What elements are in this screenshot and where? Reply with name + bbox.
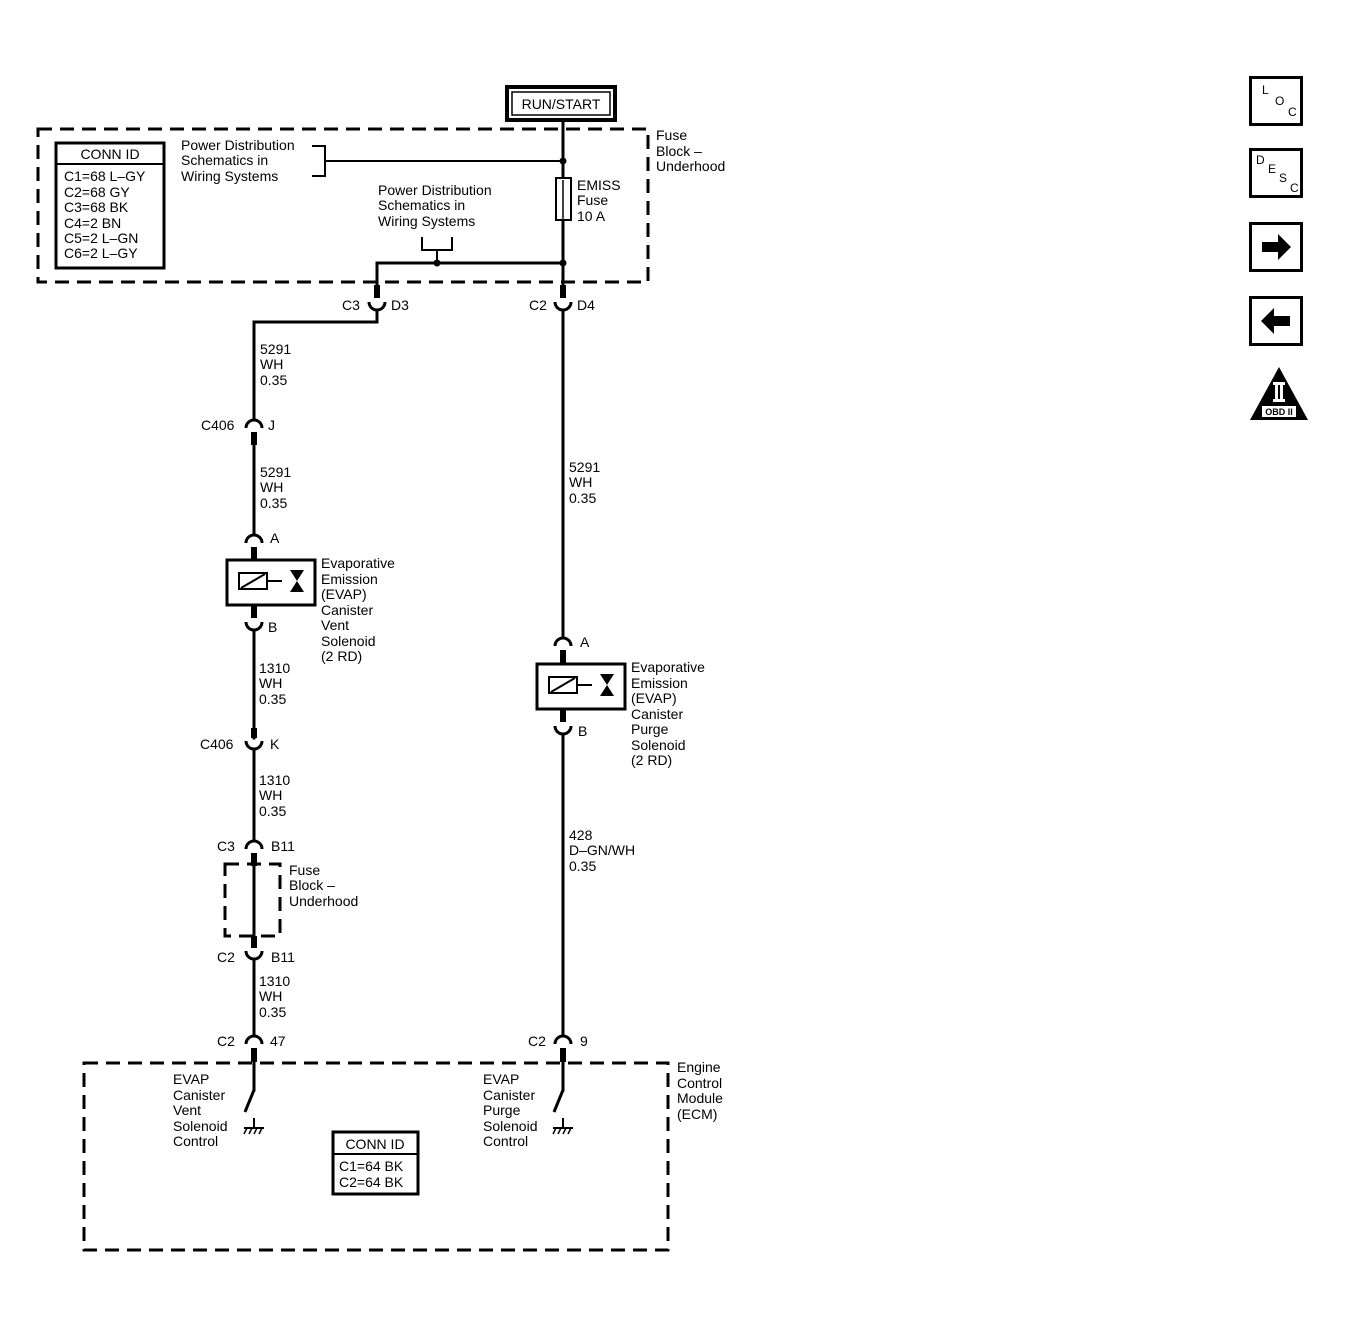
vent-pin-b-label: B (268, 619, 277, 635)
run-start-text: RUN/START (522, 96, 601, 112)
obd-ii-button[interactable]: OBD II (1248, 366, 1310, 422)
connector-c2-47-label: C2 (217, 1033, 235, 1049)
loc-letter-l: L (1262, 83, 1269, 97)
conn-id-table-top: CONN ID C1=68 L–GY C2=68 GY C3=68 BK C4=… (54, 141, 166, 270)
emiss-fuse-label: EMISS Fuse 10 A (577, 177, 624, 224)
evap-purge-solenoid (535, 662, 627, 711)
connector-d3-label: D3 (391, 297, 409, 313)
connector-c2-d4 (553, 285, 573, 312)
connector-c2-b11-label: C2 (217, 949, 235, 965)
connector-47-label: 47 (270, 1033, 286, 1049)
connector-c2-9-label: C2 (528, 1033, 546, 1049)
connector-9-label: 9 (580, 1033, 588, 1049)
desc-letter-c: C (1290, 181, 1299, 195)
conn-id-table-ecm: CONN ID C1=64 BK C2=64 BK (331, 1130, 420, 1196)
conn-id-rows: C1=68 L–GY C2=68 GY C3=68 BK C4=2 BN C5=… (64, 168, 149, 261)
desc-letter-d: D (1256, 153, 1265, 167)
connector-c2-47 (244, 1034, 264, 1062)
prev-button[interactable] (1249, 296, 1303, 346)
loc-letter-c: C (1288, 105, 1297, 119)
run-start-power-label: RUN/START (505, 85, 617, 122)
connector-d4-label: D4 (577, 297, 595, 313)
desc-button[interactable]: D E S C (1249, 148, 1303, 198)
loc-button[interactable]: L O C (1249, 76, 1303, 126)
vent-control-label: EVAP Canister Vent Solenoid Control (173, 1071, 231, 1149)
obd-ii-icon: OBD II (1250, 367, 1308, 420)
evap-vent-solenoid (225, 558, 317, 607)
wire-label-428: 428 D–GN/WH 0.35 (569, 827, 639, 874)
desc-letter-s: S (1279, 171, 1288, 185)
purge-control-label: EVAP Canister Purge Solenoid Control (483, 1071, 541, 1149)
ecm-conn-id-header: CONN ID (345, 1136, 404, 1152)
obd-ii-text: OBD II (1265, 407, 1293, 417)
wire-label-5291-right: 5291 WH 0.35 (569, 459, 604, 506)
fuse-block-inline-label: Fuse Block – Underhood (289, 862, 358, 909)
connector-c2-9 (553, 1034, 573, 1062)
connector-c406-k-label: C406 (200, 736, 234, 752)
connector-c2-label: C2 (529, 297, 547, 313)
fuse-block-top-title: Fuse Block – Underhood (656, 127, 725, 174)
loc-letter-o: O (1275, 94, 1285, 108)
connector-vent-b (244, 605, 264, 632)
wire-label-5291-2: 5291 WH 0.35 (260, 464, 295, 511)
next-button[interactable] (1249, 222, 1303, 272)
connector-b11-top-label: B11 (271, 838, 295, 854)
connector-c3-label: C3 (342, 297, 360, 313)
connector-b11-bottom-label: B11 (271, 949, 295, 965)
purge-control-switch (552, 1060, 573, 1135)
ecm-title: Engine Control Module (ECM) (677, 1059, 727, 1122)
desc-letter-e: E (1268, 162, 1277, 176)
connector-purge-b (553, 709, 573, 736)
connector-c3-b11 (244, 839, 264, 866)
vent-solenoid-label: Evaporative Emission (EVAP) Canister Ven… (321, 555, 399, 664)
wire-label-5291-1: 5291 WH 0.35 (260, 341, 295, 388)
purge-solenoid-label: Evaporative Emission (EVAP) Canister Pur… (631, 659, 709, 768)
power-distribution-reference-2: Power Distribution Schematics in Wiring … (378, 182, 496, 229)
wire-label-1310-3: 1310 WH 0.35 (259, 973, 294, 1020)
wire-label-1310-1: 1310 WH 0.35 (259, 660, 294, 707)
purge-pin-a-label: A (580, 634, 590, 650)
arrow-right-icon (1262, 234, 1291, 260)
purge-pin-b-label: B (578, 723, 587, 739)
fuse-block-underhood-top (36, 127, 650, 284)
engine-control-module (82, 1061, 670, 1252)
connector-c3-d3 (367, 285, 387, 312)
connector-c3-b11-label: C3 (217, 838, 235, 854)
vent-pin-a-label: A (270, 530, 280, 546)
connector-c406-j (244, 418, 264, 445)
connector-k-label: K (270, 736, 280, 752)
ecm-conn-id-rows: C1=64 BK C2=64 BK (339, 1158, 407, 1190)
connector-j-label: J (268, 417, 275, 433)
emiss-fuse (555, 177, 572, 221)
connector-vent-a (244, 533, 264, 560)
arrow-left-icon (1261, 308, 1290, 334)
connector-c406-j-label: C406 (201, 417, 235, 433)
conn-id-header: CONN ID (80, 146, 139, 162)
power-distribution-reference-1: Power Distribution Schematics in Wiring … (181, 137, 299, 184)
connector-purge-a (553, 636, 573, 664)
connector-c2-b11 (244, 936, 264, 961)
wire-label-1310-2: 1310 WH 0.35 (259, 772, 294, 819)
vent-control-switch (243, 1060, 264, 1135)
